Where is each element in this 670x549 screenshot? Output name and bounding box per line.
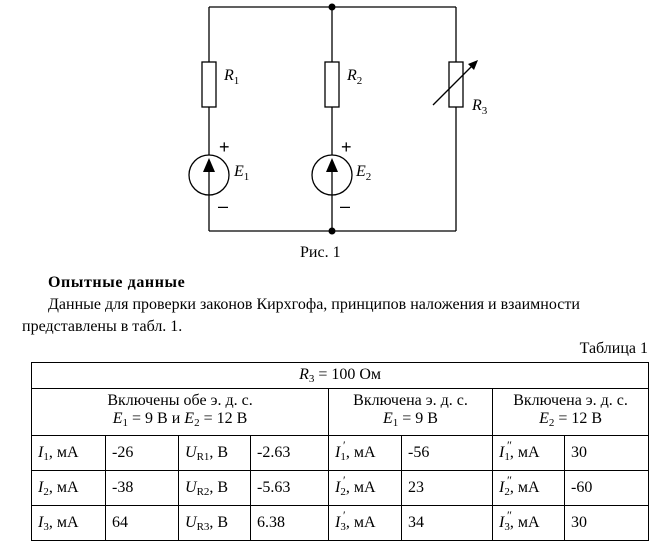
label-r1: R1 bbox=[223, 67, 239, 87]
data-table: R3 = 100 Ом Включены обе э. д. с. E1 = 9… bbox=[30, 362, 650, 541]
e1-minus: – bbox=[218, 196, 228, 216]
current-value: -26 bbox=[105, 435, 179, 471]
table-title: Таблица 1 bbox=[579, 340, 648, 357]
voltage-value: -2.63 bbox=[250, 435, 329, 471]
label-e1: E1 bbox=[233, 163, 249, 183]
group-source-e1: Включена э. д. с. E1 = 9 В bbox=[328, 388, 493, 436]
r3-cell: R3 = 100 Ом bbox=[30, 362, 650, 389]
label-e2: E2 bbox=[355, 163, 371, 183]
group-source-e2: Включена э. д. с. E2 = 12 В bbox=[491, 388, 650, 436]
junction-top bbox=[328, 3, 336, 11]
table-header-r3: R3 = 100 Ом bbox=[30, 362, 650, 389]
resistor-r3 bbox=[448, 61, 464, 108]
table-header-groups: Включены обе э. д. с. E1 = 9 В и E2 = 12… bbox=[31, 388, 650, 436]
circuit-diagram: R1 R2 R3 E1 E2 + – + – bbox=[188, 3, 488, 235]
partial-current-e2-value: 30 bbox=[563, 505, 650, 541]
table-row: I1, мА -26 UR1, В -2.63 I′1, мА -56 I″1,… bbox=[31, 435, 650, 471]
variable-arrow-shaft bbox=[432, 63, 475, 106]
current-label: I1, мА bbox=[31, 435, 106, 471]
partial-current-e1-value: 34 bbox=[401, 505, 493, 541]
voltage-label: UR2, В bbox=[178, 470, 251, 506]
voltage-label: UR3, В bbox=[178, 505, 251, 541]
resistor-r1 bbox=[201, 61, 217, 108]
e2-plus: + bbox=[341, 137, 352, 157]
current-label: I2, мА bbox=[31, 470, 106, 506]
partial-current-e2-value: -60 bbox=[563, 470, 650, 506]
e2-arrow-icon bbox=[326, 158, 338, 172]
voltage-value: 6.38 bbox=[250, 505, 329, 541]
partial-current-e1-value: 23 bbox=[401, 470, 493, 506]
current-value: -38 bbox=[105, 470, 179, 506]
partial-current-e1-label: I′3, мА bbox=[328, 505, 402, 541]
partial-current-e1-label: I′1, мА bbox=[328, 435, 402, 471]
current-value: 64 bbox=[105, 505, 179, 541]
partial-current-e2-label: I″2, мА bbox=[492, 470, 565, 506]
partial-current-e1-value: -56 bbox=[401, 435, 493, 471]
e1-arrow-icon bbox=[203, 158, 215, 172]
voltage-value: -5.63 bbox=[250, 470, 329, 506]
paragraph-line-2: представлены в табл. 1. bbox=[22, 318, 183, 335]
e2-minus: – bbox=[340, 196, 350, 216]
table-row: I3, мА 64 UR3, В 6.38 I′3, мА 34 I″3, мА… bbox=[31, 505, 650, 541]
partial-current-e2-label: I″1, мА bbox=[492, 435, 565, 471]
label-r2: R2 bbox=[346, 67, 362, 87]
group-both-sources: Включены обе э. д. с. E1 = 9 В и E2 = 12… bbox=[31, 388, 329, 436]
variable-arrow-head bbox=[468, 60, 478, 70]
section-heading: Опытные данные bbox=[48, 274, 186, 291]
label-r3: R3 bbox=[471, 97, 488, 117]
paragraph-line-1: Данные для проверки законов Кирхгофа, пр… bbox=[48, 296, 580, 313]
partial-current-e2-label: I″3, мА bbox=[492, 505, 565, 541]
e1-plus: + bbox=[219, 137, 230, 157]
partial-current-e2-value: 30 bbox=[563, 435, 650, 471]
resistor-r2 bbox=[324, 61, 340, 108]
voltage-label: UR1, В bbox=[178, 435, 251, 471]
junction-bottom bbox=[328, 227, 336, 235]
partial-current-e1-label: I′2, мА bbox=[328, 470, 402, 506]
figure-caption: Рис. 1 bbox=[300, 244, 341, 261]
current-label: I3, мА bbox=[31, 505, 106, 541]
table-row: I2, мА -38 UR2, В -5.63 I′2, мА 23 I″2, … bbox=[31, 470, 650, 506]
